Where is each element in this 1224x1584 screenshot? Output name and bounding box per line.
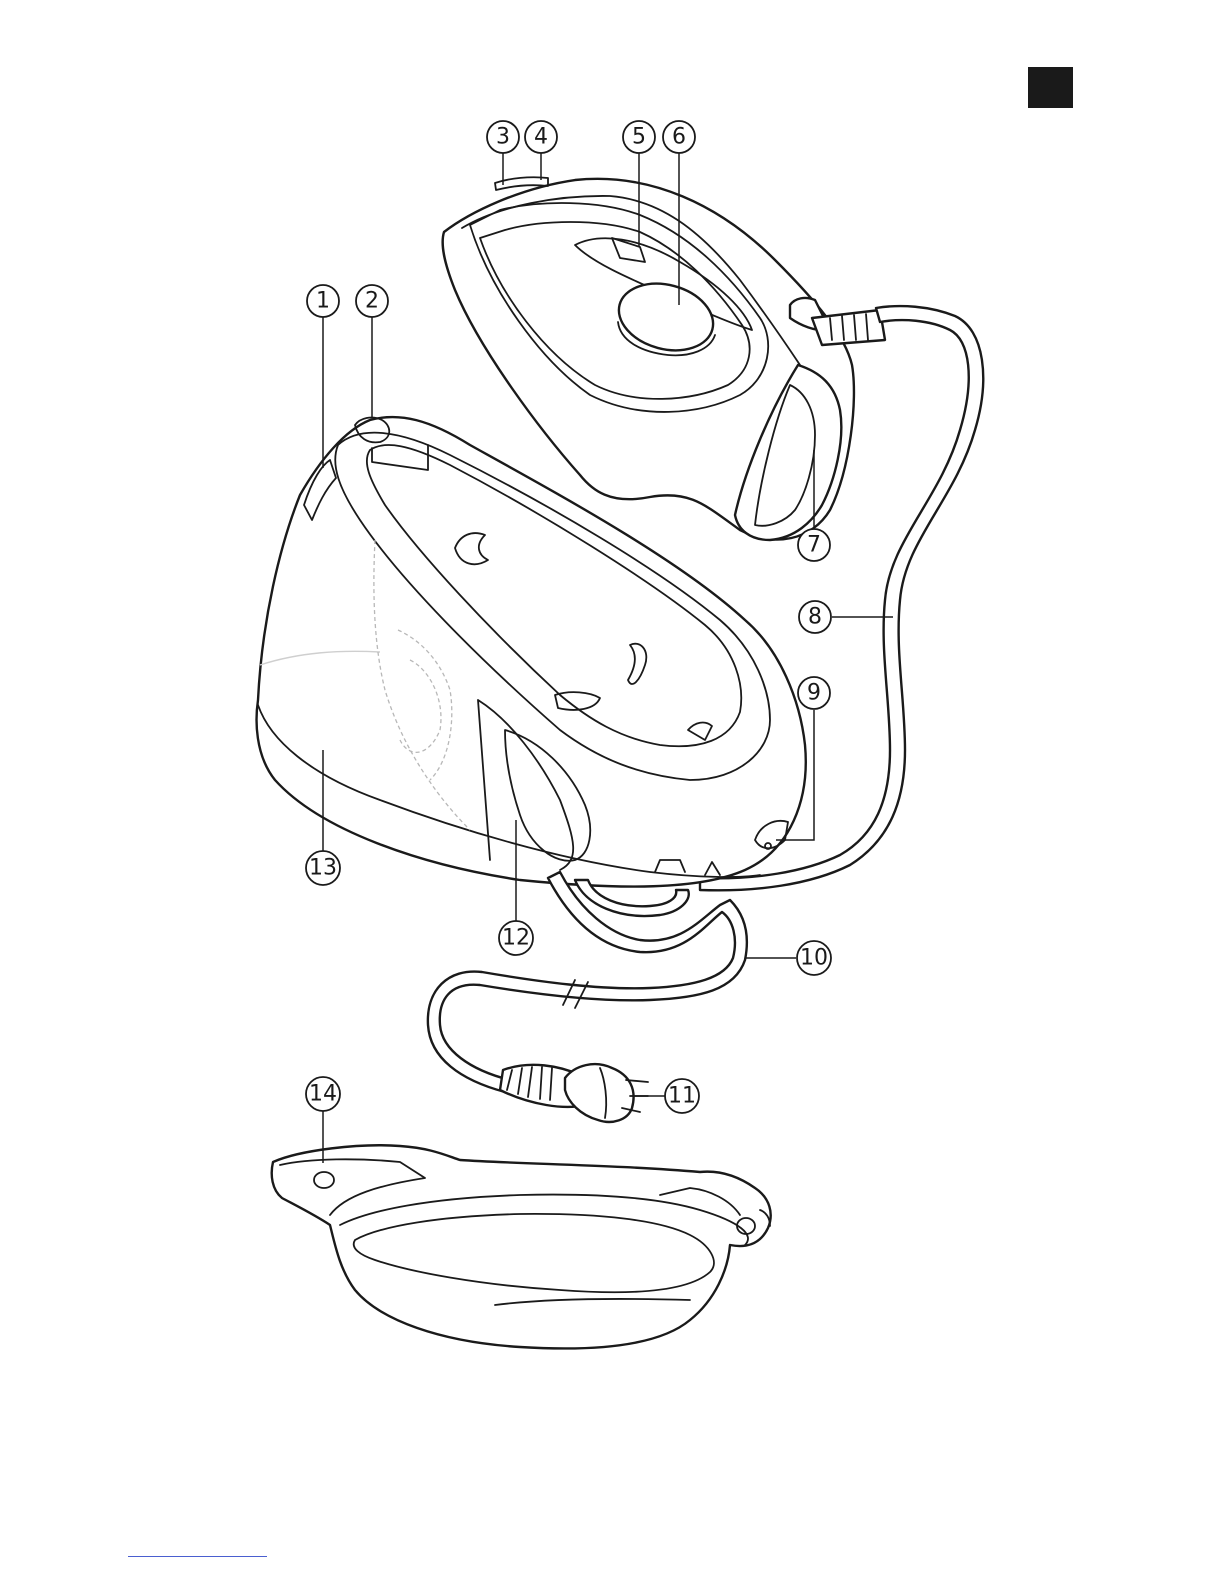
callout-9: 9 [798,677,830,709]
mains-cord [428,872,747,1122]
drip-tray [272,1145,771,1348]
callout-10: 10 [797,941,831,975]
callout-4-label: 4 [534,125,548,150]
callout-8: 8 [799,601,831,633]
callout-3-label: 3 [496,125,510,150]
callout-6: 6 [663,121,695,153]
callout-12: 12 [499,921,533,955]
callout-13: 13 [306,851,340,885]
callout-1: 1 [307,285,339,317]
footer-link-rule [128,1556,267,1557]
callout-5: 5 [623,121,655,153]
callout-10-label: 10 [800,946,828,971]
callout-6-label: 6 [672,125,686,150]
callout-13-label: 13 [309,856,337,881]
callout-12-label: 12 [502,926,530,951]
callout-14-label: 14 [309,1082,337,1107]
callout-14: 14 [306,1077,340,1111]
callout-7: 7 [798,529,830,561]
callout-7-label: 7 [807,533,821,558]
callout-9-label: 9 [807,681,821,706]
callout-8-label: 8 [808,605,822,630]
callout-11: 11 [665,1079,699,1113]
callout-1-label: 1 [316,289,330,314]
callout-2-label: 2 [365,289,379,314]
callout-4: 4 [525,121,557,153]
callout-3: 3 [487,121,519,153]
callout-5-label: 5 [632,125,646,150]
callout-2: 2 [356,285,388,317]
callout-11-label: 11 [668,1084,696,1109]
